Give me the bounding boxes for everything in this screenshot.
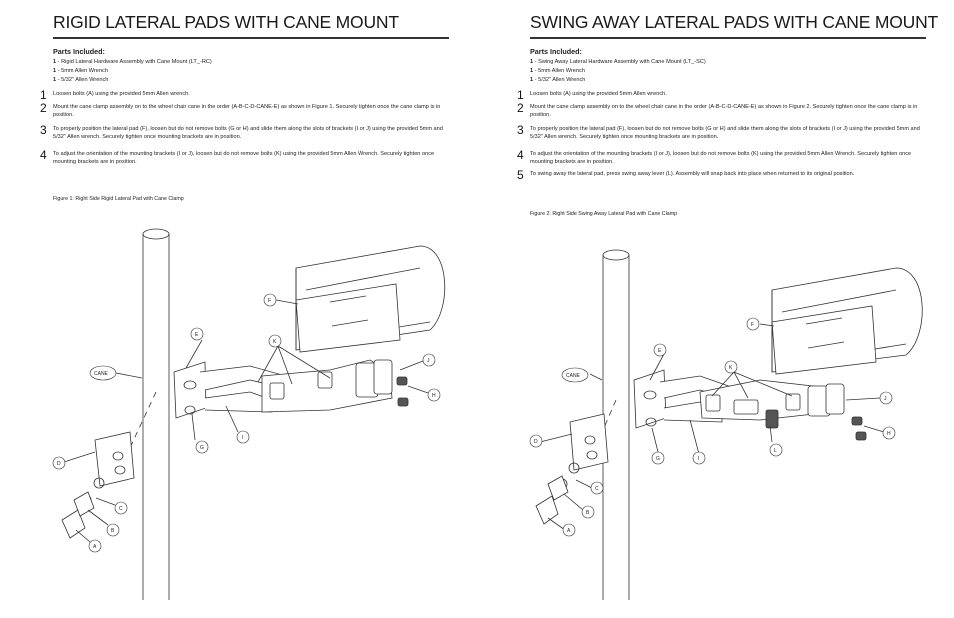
right-step-4: 4 To adjust the orientation of the mount… — [517, 149, 926, 170]
callout-label: A — [567, 528, 571, 534]
right-part-item: 1 - Swing Away Lateral Hardware Assembly… — [530, 59, 706, 65]
step-number: 4 — [40, 148, 47, 162]
callout-label: I — [698, 456, 699, 462]
callout-circle — [651, 451, 665, 465]
callout-circle — [427, 388, 441, 402]
callout-label: E — [195, 332, 199, 338]
figure-1-labels: F E K J H CANE G I D C B A — [52, 293, 441, 553]
callout-label: G — [200, 445, 204, 451]
callout-label: G — [656, 456, 660, 462]
left-step-1: 1 Loosen bolts (A) using the provided 5m… — [40, 89, 449, 103]
left-parts-heading: Parts Included: — [53, 47, 105, 56]
callout-label: B — [111, 528, 115, 534]
right-figure-caption: Figure 2: Right Side Swing Away Lateral … — [530, 211, 678, 217]
right-title-rule — [530, 37, 926, 39]
right-title: SWING AWAY LATERAL PADS WITH CANE MOUNT — [530, 12, 939, 32]
callout-circle — [724, 360, 738, 374]
callout-label: CANE — [566, 373, 581, 379]
step-text: Loosen bolts (A) using the provided 5mm … — [53, 91, 190, 97]
callout-circle — [52, 456, 66, 470]
callout-circle — [653, 343, 667, 357]
callout-label: K — [273, 339, 277, 345]
callout-label: H — [887, 431, 891, 437]
right-step-2: 2 Mount the cane clamp assembly on to th… — [517, 102, 926, 125]
step-number: 5 — [517, 168, 524, 182]
callout-circle — [268, 334, 282, 348]
callout-circle — [236, 430, 250, 444]
callout-circle — [422, 353, 436, 367]
right-parts-heading: Parts Included: — [530, 47, 582, 56]
step-number: 2 — [517, 101, 524, 115]
callout-label: F — [268, 298, 271, 304]
callout-circle — [561, 367, 589, 383]
left-part-item: 1 - 5/32" Allen Wrench — [53, 77, 109, 83]
right-part-item: 1 - 5/32" Allen Wrench — [530, 77, 586, 83]
callout-circle — [195, 440, 209, 454]
right-step-3: 3 To properly position the lateral pad (… — [517, 124, 926, 150]
callout-circle — [692, 451, 706, 465]
left-step-3: 3 To properly position the lateral pad (… — [40, 124, 449, 150]
step-text: To swing away the lateral pad, press swi… — [530, 171, 855, 177]
left-steps: 1 Loosen bolts (A) using the provided 5m… — [40, 89, 449, 170]
callout-label: A — [93, 544, 97, 550]
left-figure-caption: Figure 1: Right Side Rigid Lateral Pad w… — [53, 196, 184, 202]
figure-1-drawing — [61, 228, 446, 600]
callout-label: B — [586, 510, 590, 516]
callout-circle — [590, 481, 604, 495]
right-step-1: 1 Loosen bolts (A) using the provided 5m… — [517, 89, 926, 103]
callout-label: CANE — [94, 371, 109, 377]
step-number: 4 — [517, 148, 524, 162]
step-text: To properly position the lateral pad (F)… — [53, 126, 443, 140]
callout-label: F — [751, 322, 754, 328]
callout-label: J — [427, 358, 430, 364]
callout-label: K — [729, 365, 733, 371]
callout-circle — [769, 443, 783, 457]
callout-circle — [746, 317, 760, 331]
left-step-4: 4 To adjust the orientation of the mount… — [40, 149, 449, 170]
step-number: 3 — [517, 123, 524, 137]
left-part-item: 1 - 5mm Allen Wrench — [53, 68, 108, 74]
callout-label: L — [774, 448, 777, 454]
callout-circle — [106, 523, 120, 537]
step-number: 1 — [40, 88, 47, 102]
callout-label: E — [658, 348, 662, 354]
step-text: Mount the cane clamp assembly on to the … — [53, 104, 441, 118]
callout-circle — [263, 293, 277, 307]
right-parts-list: 1 - Swing Away Lateral Hardware Assembly… — [530, 58, 706, 85]
right-step-5: 5 To swing away the lateral pad, press s… — [517, 169, 926, 184]
left-title-rule — [53, 37, 449, 39]
callout-label: H — [432, 393, 436, 399]
callout-label: I — [242, 435, 243, 441]
left-part-item: 1 - Rigid Lateral Hardware Assembly with… — [53, 59, 212, 65]
figure-2-drawing — [535, 249, 923, 600]
callout-circle — [879, 391, 893, 405]
step-number: 2 — [40, 101, 47, 115]
callout-label: J — [884, 396, 887, 402]
step-text: To properly position the lateral pad (F)… — [530, 126, 920, 140]
left-title: RIGID LATERAL PADS WITH CANE MOUNT — [53, 12, 399, 32]
callout-circle — [882, 426, 896, 440]
step-number: 1 — [517, 88, 524, 102]
step-text: Loosen bolts (A) using the provided 5mm … — [530, 91, 667, 97]
left-step-2: 2 Mount the cane clamp assembly on to th… — [40, 102, 449, 125]
callout-circle — [581, 505, 595, 519]
step-text: To adjust the orientation of the mountin… — [53, 151, 435, 165]
callout-label: D — [534, 439, 538, 445]
right-part-item: 1 - 5mm Allen Wrench — [530, 68, 585, 74]
callout-circle — [88, 539, 102, 553]
step-text: To adjust the orientation of the mountin… — [530, 151, 912, 165]
callout-circle — [114, 501, 128, 515]
callout-circle — [562, 523, 576, 537]
callout-circle — [190, 327, 204, 341]
callout-label: C — [595, 486, 599, 492]
step-text: Mount the cane clamp assembly on to the … — [530, 104, 918, 118]
callout-circle — [89, 365, 117, 381]
callout-label: C — [119, 506, 123, 512]
left-parts-list: 1 - Rigid Lateral Hardware Assembly with… — [53, 58, 212, 85]
step-number: 3 — [40, 123, 47, 137]
callout-label: D — [57, 461, 61, 467]
callout-circle — [529, 434, 543, 448]
right-steps: 1 Loosen bolts (A) using the provided 5m… — [517, 89, 926, 184]
figure-2-labels: F E K CANE J H D G I L C B A — [529, 317, 896, 537]
